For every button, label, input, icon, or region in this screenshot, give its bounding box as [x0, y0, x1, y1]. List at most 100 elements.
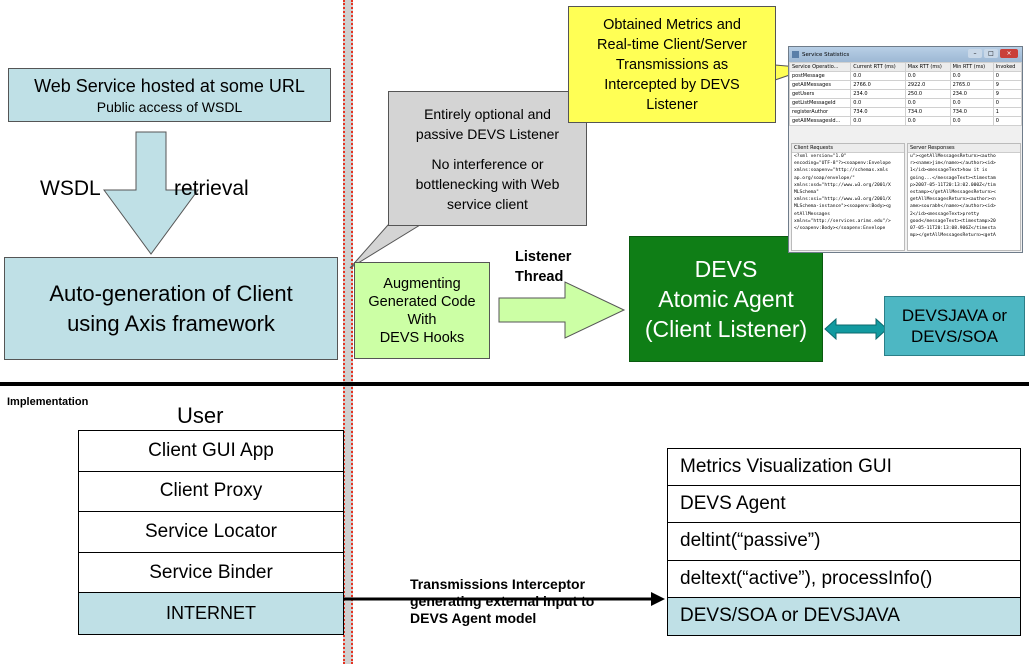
devs-soa-layer: DEVS/SOA or DEVSJAVA: [668, 597, 1020, 635]
retrieval-label: retrieval: [174, 177, 249, 200]
server-line: 2</id><messageText>pretty: [910, 211, 980, 217]
listener-callout: Entirely optional and passive DEVS Liste…: [388, 91, 587, 226]
table-cell: 9: [992, 89, 1022, 99]
client-line: <?xml version="1.0": [794, 154, 847, 159]
interceptor-label: Transmissions Interceptor generating ext…: [410, 576, 594, 627]
table-cell: 0.0: [949, 71, 994, 81]
interceptor-line2: generating external input to: [410, 593, 595, 609]
table-cell: 0: [992, 71, 1022, 81]
listener-callout-line1: Entirely optional and: [424, 105, 551, 122]
listener-thread-arrow: [498, 281, 626, 339]
client-line: ap.org/soap/envelope/": [794, 175, 855, 181]
devs-stack: Metrics Visualization GUI DEVS Agent del…: [667, 448, 1021, 636]
devsjava-line2: DEVS/SOA: [911, 327, 998, 346]
close-icon[interactable]: ×: [1000, 49, 1018, 58]
table-cell: 1: [992, 107, 1022, 117]
listener-callout-line3: No interference or: [431, 155, 544, 172]
metrics-callout-line3: Transmissions as: [615, 56, 729, 73]
server-line: getAllMessagesReturn><author><n: [910, 197, 996, 203]
table-cell: 734.0: [949, 107, 994, 117]
server-line: estamp></getAllMessagesReturn><: [910, 190, 996, 196]
metrics-gui-layer: Metrics Visualization GUI: [668, 449, 1020, 487]
implementation-divider: [0, 382, 1029, 386]
table-cell: getUsers: [789, 89, 852, 99]
wsdl-label: WSDL: [40, 177, 101, 200]
table-cell: 250.0: [904, 89, 951, 99]
devsjava-box: DEVSJAVA or DEVS/SOA: [884, 296, 1025, 356]
client-line: xmlns:xsi="http://www.w3.org/2001/X: [794, 197, 891, 203]
stats-col-header[interactable]: Invoked: [992, 62, 1022, 72]
metrics-callout-line2: Real-time Client/Server: [597, 36, 747, 53]
web-service-subtitle: Public access of WSDL: [96, 98, 243, 115]
stats-col-header[interactable]: Min RTT (ms): [949, 62, 994, 72]
bidirectional-arrow: [824, 317, 888, 341]
metrics-callout-line5: Listener: [646, 96, 698, 113]
server-line: good</messageText><timestamp>20: [910, 218, 996, 224]
table-cell: getListMessageId: [789, 98, 852, 108]
stats-table: Service Operatio... Current RTT (ms) Max…: [789, 62, 1022, 126]
table-cell: 0.0: [850, 71, 906, 81]
table-cell: 734.0: [850, 107, 906, 117]
client-proxy-layer: Client Proxy: [79, 472, 343, 513]
metrics-callout-line4: Intercepted by DEVS: [604, 76, 740, 93]
user-label: User: [177, 403, 224, 428]
metrics-callout: Obtained Metrics and Real-time Client/Se…: [568, 6, 776, 123]
optional-boundary-line: [343, 0, 353, 664]
client-line: MLSchema": [794, 190, 819, 196]
table-cell: 0: [992, 116, 1022, 126]
client-requests-label: Client Requests: [792, 144, 904, 153]
table-cell: getAllMessagesId...: [789, 116, 852, 126]
server-line: 07-05-11T20:13:08.906Z</timesta: [910, 226, 996, 232]
stats-titlebar: Service Statistics – □ ×: [789, 47, 1022, 62]
devs-atomic-agent-box: DEVS Atomic Agent (Client Listener): [629, 236, 823, 362]
server-line: mp></getAllMessagesReturn><getA: [910, 233, 996, 239]
table-cell: getAllMessages: [789, 80, 852, 90]
server-line: u"><getAllMessagesReturn><autho: [910, 154, 996, 159]
augment-line4: DEVS Hooks: [379, 329, 465, 346]
autogen-line1: Auto-generation of Client: [49, 280, 293, 306]
table-cell: 734.0: [904, 107, 951, 117]
service-locator-layer: Service Locator: [79, 512, 343, 553]
client-line: encoding="UTF-8"?><soapenv:Envelope: [794, 161, 891, 167]
devs-agent-line1: DEVS: [694, 256, 758, 282]
stats-col-header[interactable]: Service Operatio...: [789, 62, 852, 72]
client-line: MLSchema-instance"><soapenv:Body><g: [794, 204, 891, 210]
table-cell: 9: [992, 80, 1022, 90]
table-cell: 0.0: [949, 116, 994, 126]
implementation-label: Implementation: [7, 396, 89, 408]
devs-agent-line3: (Client Listener): [644, 316, 808, 342]
server-responses-pane[interactable]: Server Responses u"><getAllMessagesRetur…: [907, 143, 1021, 251]
listener-thread-label: Listener Thread: [515, 247, 571, 287]
devs-agent-line2: Atomic Agent: [658, 286, 794, 312]
interceptor-arrow-head: [651, 592, 665, 606]
listener-thread-line1: Listener: [515, 249, 572, 265]
augment-line1: Augmenting: [383, 275, 461, 292]
server-line: p>2007-05-11T20:13:02.000Z</tim: [910, 182, 996, 188]
autogen-line2: using Axis framework: [67, 310, 275, 336]
web-service-box: Web Service hosted at some URL Public ac…: [8, 68, 331, 122]
table-cell: 2766.0: [850, 80, 906, 90]
devsjava-line1: DEVSJAVA or: [901, 306, 1008, 325]
client-requests-pane[interactable]: Client Requests <?xml version="1.0" enco…: [791, 143, 905, 251]
client-stack: Client GUI App Client Proxy Service Loca…: [78, 430, 344, 635]
web-service-title: Web Service hosted at some URL: [34, 75, 305, 96]
stats-col-header[interactable]: Max RTT (ms): [904, 62, 951, 72]
internet-layer: INTERNET: [79, 593, 343, 634]
client-line: xmlns="http://services.arims.edu"/>: [794, 218, 891, 224]
maximize-icon[interactable]: □: [984, 49, 998, 58]
stats-header-row: Service Operatio... Current RTT (ms) Max…: [789, 62, 1022, 72]
table-cell: 0.0: [949, 98, 994, 108]
server-line: r><name>jim</name></author><id>: [910, 161, 996, 167]
table-cell: postMessage: [789, 71, 852, 81]
augment-line3: With: [407, 311, 437, 328]
stats-col-header[interactable]: Current RTT (ms): [850, 62, 906, 72]
listener-callout-line5: service client: [447, 195, 528, 212]
minimize-icon[interactable]: –: [968, 49, 982, 58]
table-cell: 0.0: [904, 71, 951, 81]
